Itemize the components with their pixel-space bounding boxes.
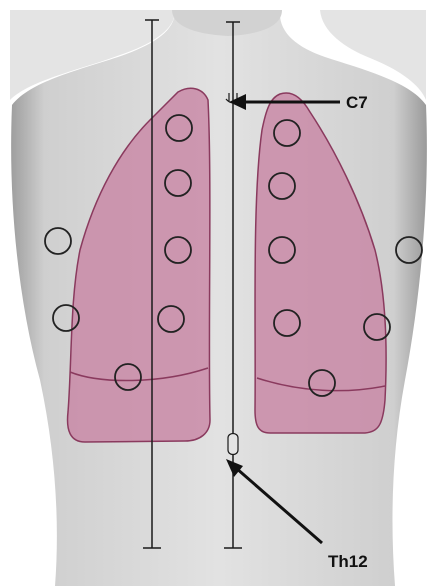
- th12-label: Th12: [328, 552, 368, 571]
- th12-vertebra-marker: [228, 434, 238, 455]
- c7-label: C7: [346, 93, 368, 112]
